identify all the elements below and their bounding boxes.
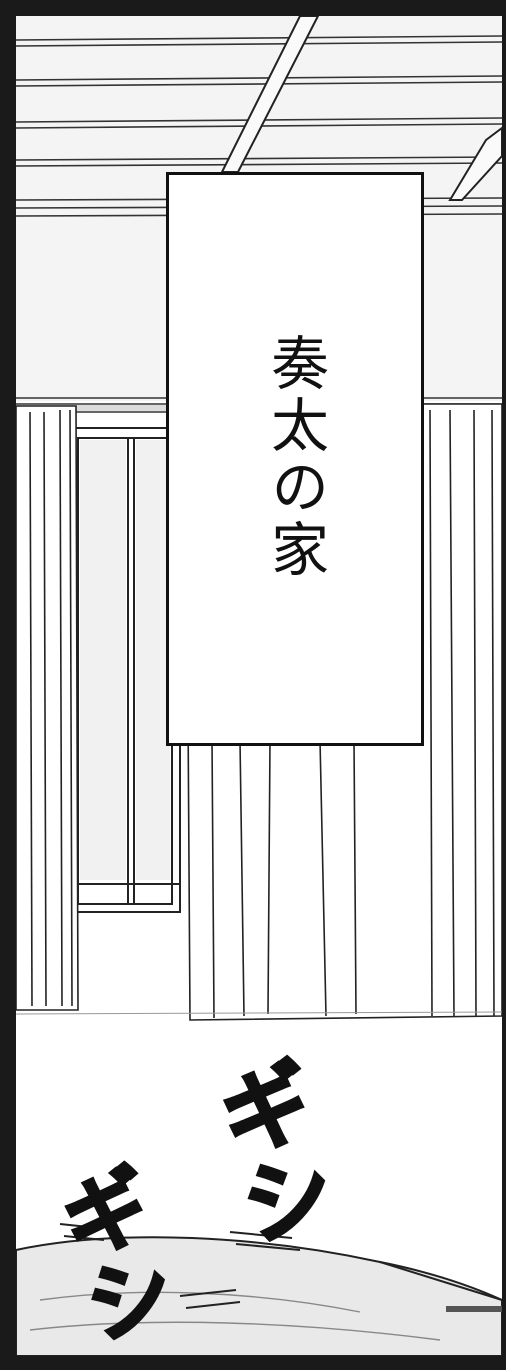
location-caption-text: 奏太の家 [261, 333, 329, 581]
window-pane-left [80, 440, 126, 880]
motion-lines [59, 1223, 301, 1309]
floor-line [15, 1011, 503, 1015]
window-pane-right [136, 440, 170, 880]
location-caption-box: 奏太の家 [166, 172, 424, 746]
left-curtain [15, 405, 79, 1011]
futon [15, 1236, 503, 1357]
